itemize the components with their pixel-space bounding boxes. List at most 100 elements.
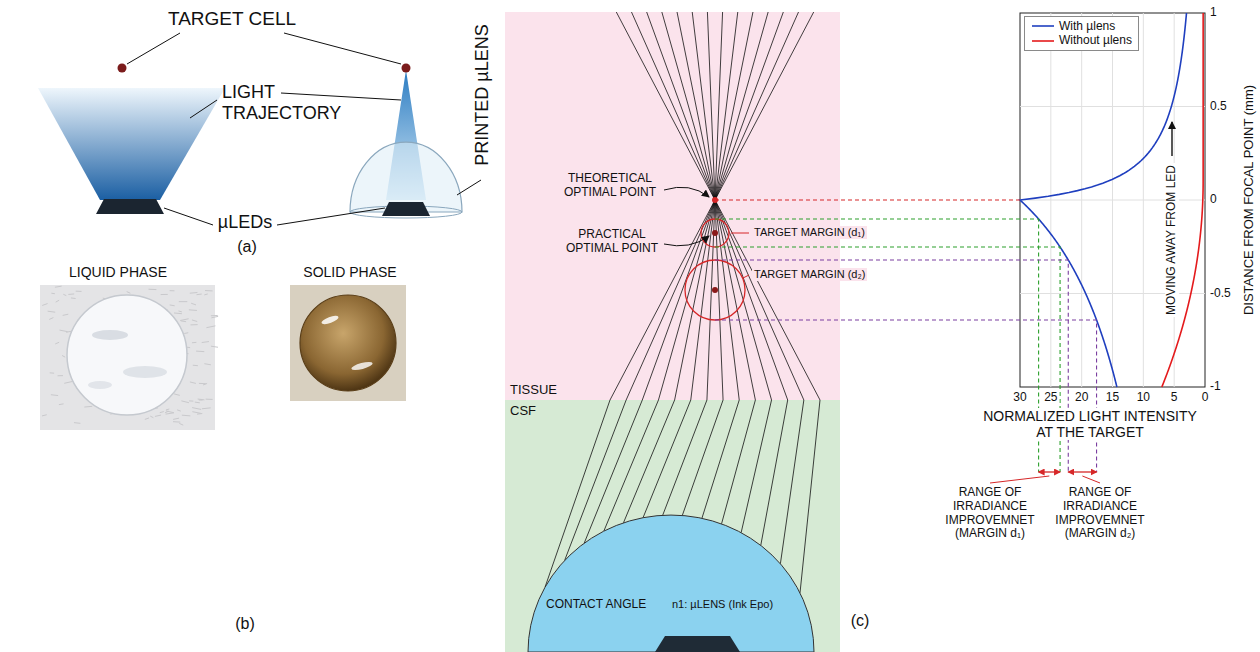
practical-point bbox=[712, 230, 718, 236]
grid-line bbox=[1020, 106, 1205, 107]
paper-fiber bbox=[64, 381, 72, 383]
paper-fiber bbox=[192, 320, 197, 322]
paper-fiber bbox=[191, 303, 196, 305]
callout-label: TARGET CELL bbox=[168, 8, 296, 30]
target-cell-dot bbox=[402, 64, 411, 73]
tick-label: 10 bbox=[1135, 391, 1152, 405]
paper-fiber bbox=[51, 394, 58, 396]
droplet-highlight bbox=[351, 360, 374, 371]
droplet-highlight bbox=[321, 314, 340, 326]
tick-label: 1 bbox=[1210, 6, 1217, 20]
tick-label: 15 bbox=[1104, 391, 1121, 405]
microlens-profile bbox=[528, 515, 814, 652]
tick-label: 0 bbox=[1210, 193, 1217, 207]
paper-fiber bbox=[195, 402, 200, 404]
callout-label: n1: µLENS (Ink Epo) bbox=[672, 598, 773, 611]
photo-background bbox=[40, 285, 215, 430]
csf-region bbox=[505, 400, 840, 652]
paper-fiber bbox=[204, 293, 207, 295]
panel-label: (a) bbox=[237, 238, 257, 256]
light-ray bbox=[682, 12, 723, 515]
droplet-highlight bbox=[92, 330, 128, 340]
paper-fiber bbox=[149, 289, 157, 290]
light-ray bbox=[643, 12, 738, 518]
range-label: RANGE OF IRRADIANCE IMPROVEMNET (MARGIN … bbox=[942, 486, 1038, 541]
paper-fiber bbox=[68, 293, 74, 294]
paper-fiber bbox=[206, 399, 213, 400]
paper-fiber bbox=[48, 311, 56, 312]
paper-fiber bbox=[127, 292, 131, 294]
tick-label: 30 bbox=[1011, 391, 1028, 405]
paper-fiber bbox=[51, 293, 55, 295]
paper-fiber bbox=[179, 301, 188, 302]
photo-caption: LIQUID PHASE bbox=[69, 264, 167, 280]
legend-text: Without µlens bbox=[1059, 33, 1132, 47]
paper-fiber bbox=[170, 304, 175, 306]
light-ray bbox=[631, 12, 803, 564]
paper-fiber bbox=[202, 407, 211, 409]
paper-fiber bbox=[173, 421, 180, 422]
led-chip bbox=[655, 636, 740, 652]
paper-fiber bbox=[42, 415, 47, 416]
paper-fiber bbox=[84, 406, 92, 408]
axis-title: NORMALIZED LIGHT INTENSITY AT THE TARGET bbox=[978, 408, 1203, 440]
range-label: RANGE OF IRRADIANCE IMPROVEMNET (MARGIN … bbox=[1052, 486, 1148, 541]
paper-fiber bbox=[192, 408, 201, 410]
paper-fiber bbox=[71, 297, 76, 299]
leader-line bbox=[127, 33, 180, 64]
leader-line bbox=[164, 208, 213, 225]
paper-fiber bbox=[49, 318, 53, 320]
light-ray bbox=[677, 12, 755, 524]
paper-fiber bbox=[173, 418, 179, 419]
paper-fiber bbox=[192, 412, 200, 414]
paper-fiber bbox=[60, 330, 68, 332]
paper-fiber bbox=[179, 423, 183, 425]
legend-sample bbox=[1031, 36, 1055, 46]
direction-arrow bbox=[1171, 122, 1172, 156]
tick-label: 0 bbox=[1200, 391, 1211, 405]
range-arrow bbox=[1068, 471, 1096, 472]
callout-label: TARGET MARGIN (d₂) bbox=[752, 268, 867, 281]
paper-fiber bbox=[211, 315, 218, 316]
guide-line bbox=[715, 320, 1097, 472]
paper-fiber bbox=[189, 309, 197, 311]
light-ray bbox=[623, 12, 753, 523]
intensity-curve bbox=[1020, 13, 1187, 387]
paper-fiber bbox=[62, 355, 65, 357]
paper-fiber bbox=[155, 415, 161, 416]
paper-fiber bbox=[56, 300, 60, 302]
legend-entry: Without µlens bbox=[1031, 33, 1132, 47]
tick-label: 5 bbox=[1169, 391, 1180, 405]
solid-droplet bbox=[300, 295, 396, 391]
tick-label: -0.5 bbox=[1210, 287, 1231, 301]
droplet-highlight bbox=[123, 366, 167, 378]
axis-title: DISTANCE FROM FOCAL POINT (mm) bbox=[1241, 85, 1256, 315]
paper-fiber bbox=[198, 399, 205, 401]
paper-fiber bbox=[190, 382, 196, 383]
practical-point bbox=[712, 287, 718, 293]
target-margin-circle bbox=[685, 260, 745, 320]
callout-label: TARGET MARGIN (d₁) bbox=[752, 226, 867, 239]
legend-line bbox=[1032, 40, 1054, 42]
paper-fiber bbox=[55, 286, 62, 287]
paper-fiber bbox=[174, 312, 182, 314]
legend-entry: With µlens bbox=[1031, 19, 1132, 33]
paper-fiber bbox=[145, 418, 149, 419]
paper-fiber bbox=[63, 294, 66, 295]
paper-fiber bbox=[76, 291, 82, 292]
callout-label: THEORETICAL OPTIMAL POINT bbox=[558, 172, 662, 200]
led-chip bbox=[382, 202, 430, 216]
callout-label: µLEDs bbox=[218, 212, 272, 233]
legend-box: With µlensWithout µlens bbox=[1024, 16, 1139, 51]
callout-label: PRACTICAL OPTIMAL POINT bbox=[560, 228, 664, 256]
leader-line bbox=[190, 100, 217, 118]
tick-label: 20 bbox=[1073, 391, 1090, 405]
paper-fiber bbox=[55, 342, 59, 344]
tick-label: -1 bbox=[1210, 380, 1221, 394]
liquid-droplet bbox=[67, 295, 187, 415]
paper-fiber bbox=[203, 383, 207, 385]
paper-fiber bbox=[150, 416, 153, 418]
region-label: CSF bbox=[510, 404, 536, 419]
